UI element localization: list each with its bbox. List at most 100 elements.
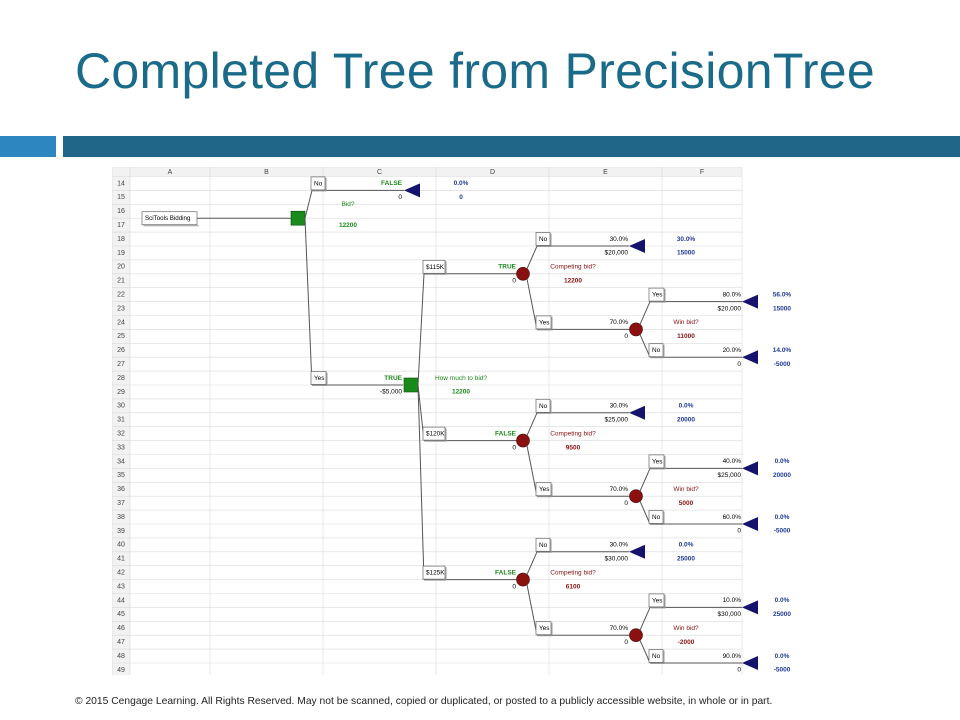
win-yes-branch bbox=[639, 301, 651, 325]
result-probability: 0.0% bbox=[775, 458, 790, 465]
win-no-label: No bbox=[652, 347, 661, 354]
row-header-bar bbox=[112, 167, 130, 675]
terminal-win-yes bbox=[742, 461, 758, 476]
bid-flag: TRUE bbox=[498, 264, 516, 271]
chance-node-competing bbox=[516, 572, 530, 587]
win-yes-value: $30,000 bbox=[718, 611, 742, 618]
row-header-34: 34 bbox=[117, 458, 125, 465]
chance-competing-value: 12200 bbox=[564, 278, 582, 285]
win-no-branch bbox=[639, 334, 651, 358]
competing-no-branch bbox=[526, 245, 538, 270]
decision-node-bid bbox=[290, 210, 306, 226]
slide-title: Completed Tree from PrecisionTree bbox=[75, 43, 876, 99]
column-header-B: B bbox=[264, 169, 269, 176]
row-header-16: 16 bbox=[117, 208, 125, 215]
sheet-background bbox=[112, 167, 742, 675]
column-header-A: A bbox=[168, 169, 173, 176]
win-no-value: 0 bbox=[737, 667, 741, 674]
competing-yes-value: 0 bbox=[624, 639, 628, 646]
chance-competing-value: 6100 bbox=[566, 583, 581, 590]
branch-label-box bbox=[648, 454, 665, 469]
row-header-25: 25 bbox=[117, 333, 125, 340]
bid-value: 0 bbox=[512, 444, 516, 451]
column-header-D: D bbox=[490, 169, 495, 176]
accent-bar-left bbox=[0, 136, 56, 157]
row-header-15: 15 bbox=[117, 194, 125, 201]
terminal-competing-no bbox=[629, 405, 645, 420]
result-value: -5000 bbox=[774, 667, 791, 674]
chance-competing-name: Competing bid? bbox=[550, 430, 596, 437]
row-header-47: 47 bbox=[117, 639, 125, 646]
row-header-35: 35 bbox=[117, 472, 125, 479]
terminal-win-yes bbox=[742, 294, 758, 309]
row-header-17: 17 bbox=[117, 222, 125, 229]
branch-label-box bbox=[422, 426, 446, 441]
win-yes-prob: 40.0% bbox=[723, 458, 742, 465]
branch-label-box bbox=[648, 649, 664, 663]
win-yes-label: Yes bbox=[652, 292, 662, 299]
win-yes-value: $25,000 bbox=[718, 472, 742, 479]
row-header-23: 23 bbox=[117, 305, 125, 312]
row-header-14: 14 bbox=[117, 180, 125, 187]
result-value: 25000 bbox=[773, 611, 791, 618]
competing-yes-branch bbox=[526, 278, 538, 330]
result-probability: 0.0% bbox=[775, 597, 790, 604]
win-no-label: No bbox=[652, 653, 661, 660]
chance-win-value: 11000 bbox=[677, 333, 695, 340]
branch-label-box bbox=[310, 371, 327, 385]
competing-no-branch bbox=[526, 551, 538, 575]
competing-no-value: $20,000 bbox=[605, 250, 629, 257]
branch-label-box bbox=[648, 593, 665, 608]
decision-bid-name: Bid? bbox=[341, 201, 354, 208]
bid-label: $120K bbox=[426, 431, 445, 438]
result-probability: 0.0% bbox=[454, 180, 469, 187]
competing-no-value: $30,000 bbox=[605, 556, 629, 563]
branch-label-box bbox=[648, 510, 664, 524]
no-bid-value: 0 bbox=[398, 194, 402, 201]
copyright-footer: © 2015 Cengage Learning. All Rights Rese… bbox=[75, 696, 773, 707]
row-header-33: 33 bbox=[117, 444, 125, 451]
branch-label-box bbox=[535, 537, 551, 552]
row-header-26: 26 bbox=[117, 347, 125, 354]
result-probability: 56.0% bbox=[773, 291, 792, 298]
win-no-branch bbox=[639, 639, 651, 664]
result-probability: 14.0% bbox=[773, 347, 792, 354]
row-header-38: 38 bbox=[117, 514, 125, 521]
competing-no-label: No bbox=[539, 236, 548, 243]
row-header-29: 29 bbox=[117, 389, 125, 396]
bid-flag: FALSE bbox=[495, 430, 517, 437]
decision-node-amount bbox=[403, 377, 419, 393]
competing-yes-prob: 70.0% bbox=[610, 625, 629, 632]
result-probability: 30.0% bbox=[677, 236, 696, 243]
row-header-36: 36 bbox=[117, 486, 125, 493]
row-header-43: 43 bbox=[117, 583, 125, 590]
row-header-46: 46 bbox=[117, 625, 125, 632]
column-header-C: C bbox=[377, 169, 382, 176]
win-yes-branch bbox=[639, 468, 651, 492]
row-header-41: 41 bbox=[117, 556, 125, 563]
result-value: 15000 bbox=[677, 250, 695, 257]
win-no-value: 0 bbox=[737, 361, 741, 368]
row-header-28: 28 bbox=[117, 375, 125, 382]
win-no-prob: 60.0% bbox=[723, 514, 742, 521]
win-yes-prob: 80.0% bbox=[723, 291, 742, 298]
competing-no-label: No bbox=[539, 403, 548, 410]
row-header-37: 37 bbox=[117, 500, 125, 507]
terminal-win-no bbox=[742, 656, 758, 670]
competing-no-label: No bbox=[539, 542, 548, 549]
competing-no-prob: 30.0% bbox=[610, 236, 629, 243]
yes-bid-label: Yes bbox=[314, 375, 324, 382]
branch-label-box bbox=[648, 287, 665, 302]
competing-no-value: $25,000 bbox=[605, 417, 629, 424]
branch-label-box bbox=[535, 621, 552, 636]
decision-bid-value: 12200 bbox=[339, 222, 357, 229]
result-value: 15000 bbox=[773, 305, 791, 312]
row-header-39: 39 bbox=[117, 528, 125, 535]
chance-node-win bbox=[629, 628, 643, 643]
row-header-27: 27 bbox=[117, 361, 125, 368]
competing-no-branch bbox=[526, 412, 538, 436]
chance-win-name: Win bid? bbox=[673, 625, 699, 632]
terminal-win-yes bbox=[742, 600, 758, 615]
column-header-bar bbox=[112, 167, 742, 177]
row-header-45: 45 bbox=[117, 611, 125, 618]
